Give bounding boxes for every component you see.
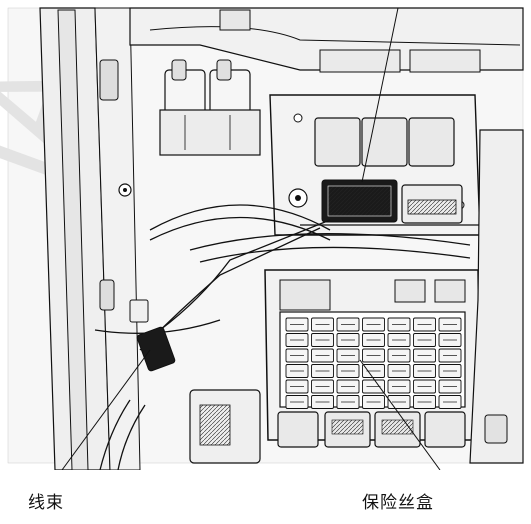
fuse-icon — [285, 317, 462, 409]
fuse-box-bottom-connectors — [277, 411, 466, 448]
fuse-box-label: 保险丝盒 — [362, 493, 434, 513]
harness-pointer-line — [61, 349, 151, 470]
harness-label: 线束 — [28, 493, 64, 513]
pillar-trim — [39, 7, 141, 470]
wire-harness — [94, 204, 480, 470]
top-beam — [129, 7, 524, 73]
harness-connector — [129, 299, 176, 372]
lower-left-module — [189, 389, 261, 464]
right-panel — [469, 129, 524, 464]
fuse-box-pointer-line — [359, 359, 441, 470]
fuse-box-illustration: JA — [0, 7, 524, 470]
connector-icon — [321, 179, 463, 224]
relay-icon — [159, 59, 261, 156]
